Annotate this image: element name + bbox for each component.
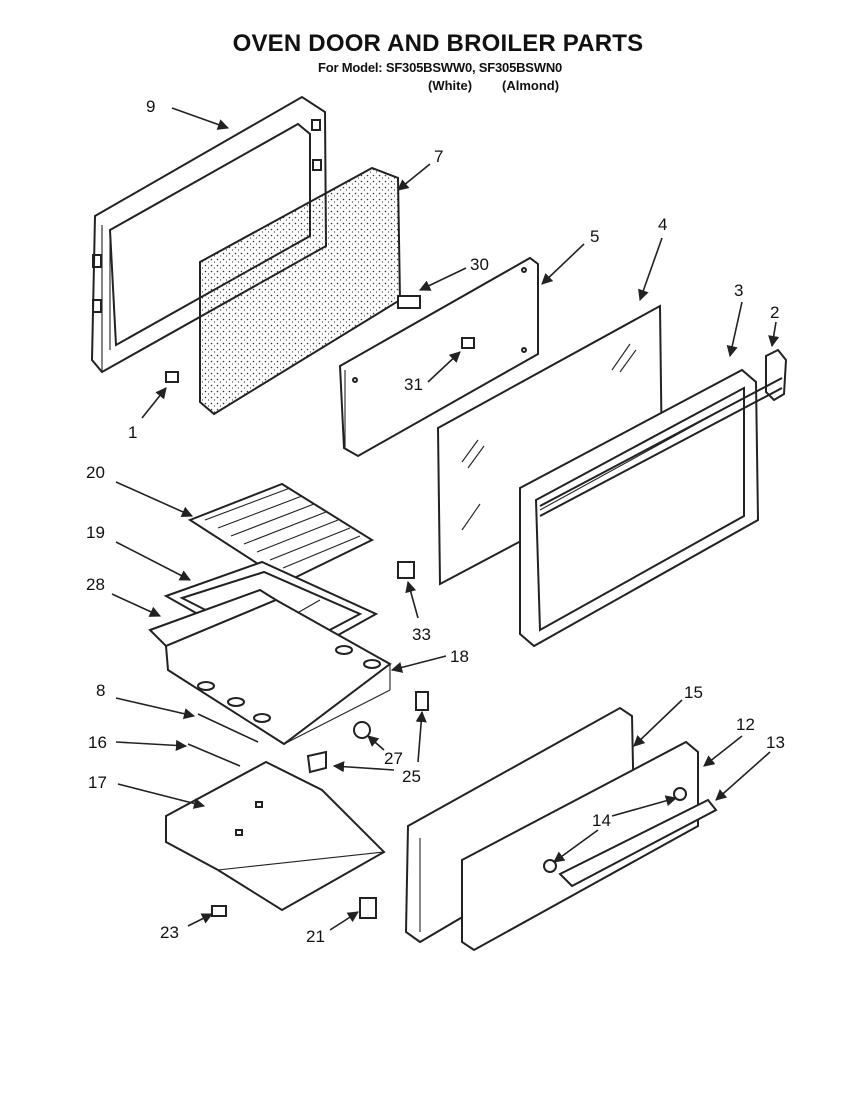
part-inner-panel	[338, 256, 539, 458]
callout-7: 7	[434, 147, 443, 166]
part-broiler-grid	[187, 482, 375, 584]
part-drawer-front	[461, 740, 718, 952]
leader-lines	[111, 107, 780, 931]
callout-13: 13	[766, 733, 785, 752]
callout-31: 31	[404, 375, 423, 394]
part-spring-16	[187, 743, 241, 767]
part-clip-30	[397, 295, 421, 309]
callout-33: 33	[412, 625, 431, 644]
callout-12: 12	[736, 715, 755, 734]
part-drawer-tray	[165, 760, 386, 912]
part-clip-21	[359, 897, 377, 919]
callout-20: 20	[86, 463, 105, 482]
callout-25: 25	[402, 767, 421, 786]
callout-16: 16	[88, 733, 107, 752]
callout-3: 3	[734, 281, 743, 300]
part-screw-1	[165, 371, 179, 383]
callout-8: 8	[96, 681, 105, 700]
callout-5: 5	[590, 227, 599, 246]
callout-17: 17	[88, 773, 107, 792]
callout-27: 27	[384, 749, 403, 768]
callout-labels: 9 7 30 5 4 3 2 31 1 20 19 28 33 18 8 16 …	[86, 97, 785, 946]
part-bracket-25b	[415, 691, 429, 711]
part-bracket-25	[306, 750, 327, 774]
callout-9: 9	[146, 97, 155, 116]
part-clip-33	[397, 561, 415, 579]
callout-30: 30	[470, 255, 489, 274]
part-fastener-14	[543, 787, 687, 873]
part-roller-27	[353, 721, 371, 739]
variant-white: (White)	[428, 78, 473, 93]
callout-18: 18	[450, 647, 469, 666]
callout-15: 15	[684, 683, 703, 702]
callout-21: 21	[306, 927, 325, 946]
part-handle-bracket	[539, 348, 788, 517]
callout-19: 19	[86, 523, 105, 542]
model-subtitle: For Model: SF305BSWW0, SF305BSWN0	[318, 60, 563, 75]
callout-23: 23	[160, 923, 179, 942]
part-glass-frame	[519, 368, 760, 648]
callout-2: 2	[770, 303, 779, 322]
part-drawer-liner	[148, 588, 392, 746]
callout-14: 14	[592, 811, 611, 830]
callout-28: 28	[86, 575, 105, 594]
callout-1: 1	[128, 423, 137, 442]
variant-almond: (Almond)	[502, 78, 560, 93]
part-screw-23	[211, 905, 227, 917]
page-title: OVEN DOOR AND BROILER PARTS	[232, 30, 644, 57]
part-door-frame	[90, 95, 328, 374]
part-screw-31	[461, 337, 475, 349]
callout-4: 4	[658, 215, 667, 234]
part-rod-8	[197, 713, 259, 743]
